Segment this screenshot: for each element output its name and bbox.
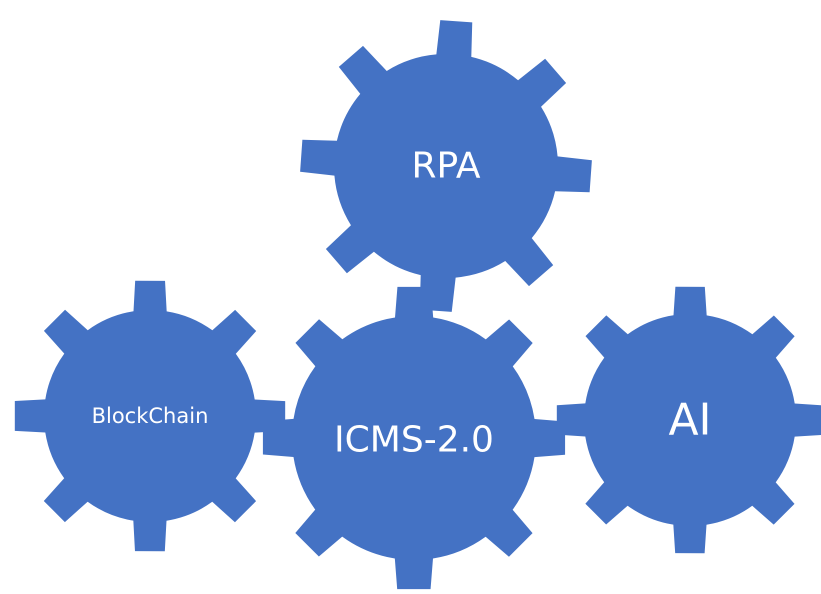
gear-rpa: RPA [300,20,592,312]
gear-icms-label: ICMS-2.0 [334,420,494,461]
gear-blockchain: BlockChain [14,280,286,552]
gear-ai: AI [556,286,821,554]
gear-icms: ICMS-2.0 [262,286,566,590]
gear-rpa-label: RPA [411,146,480,187]
gear-ai-shape [556,286,821,554]
gear-rpa-shape [300,20,592,312]
gear-ai-label: AI [668,395,711,446]
gear-blockchain-label: BlockChain [92,404,209,428]
gear-icms-shape [262,286,566,590]
gear-blockchain-shape [14,280,286,552]
